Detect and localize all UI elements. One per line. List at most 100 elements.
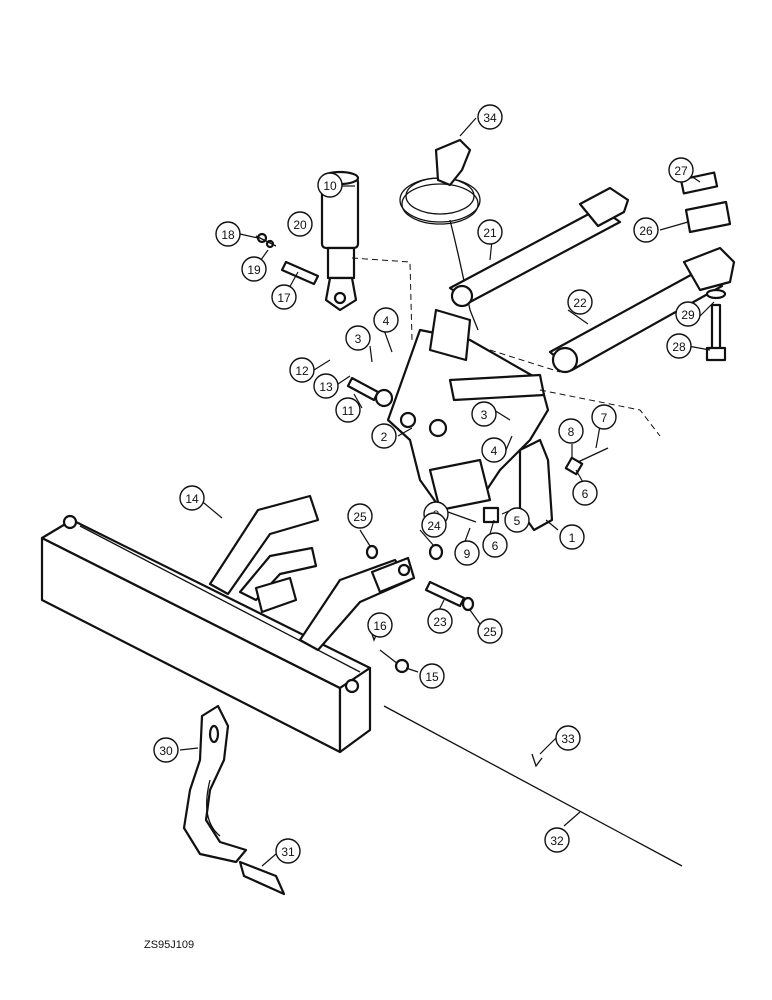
callout-c30: 30 (153, 737, 179, 763)
callout-label: 18 (221, 228, 235, 242)
callout-c19: 19 (241, 256, 267, 282)
callout-circle (287, 211, 313, 237)
upper-link-bar (448, 186, 630, 308)
drawing-code: ZS95J109 (144, 939, 194, 951)
callout-label: 32 (550, 834, 564, 848)
callout-label: 21 (483, 226, 497, 240)
spacer-block-right (564, 456, 584, 476)
callout-circle (153, 737, 179, 763)
callout-c33: 33 (555, 725, 581, 751)
callout-label: 9 (464, 547, 471, 561)
callout-label: 26 (639, 224, 653, 238)
callout-circle (504, 507, 530, 533)
callout-c5: 5 (504, 507, 530, 533)
callout-label: 28 (672, 340, 686, 354)
callout-label: 30 (159, 744, 173, 758)
callout-circle (666, 333, 692, 359)
callout-circle (271, 284, 297, 310)
callout-circle (215, 221, 241, 247)
callout-label: 6 (582, 487, 589, 501)
callout-c13: 13 (313, 373, 339, 399)
callout-circle (317, 172, 343, 198)
lower-link-bar (548, 246, 736, 374)
washer-left (365, 544, 379, 560)
callout-label: 2 (381, 430, 388, 444)
callout-circle (275, 838, 301, 864)
callout-c1: 1 (559, 524, 585, 550)
callout-c21: 21 (477, 219, 503, 245)
lynch-pin (379, 649, 399, 665)
frame-pin (424, 580, 466, 608)
callout-circle (482, 532, 508, 558)
callout-circle (558, 418, 584, 444)
callout-circle (289, 357, 315, 383)
callout-c7: 7 (591, 404, 617, 430)
callout-label: 4 (491, 444, 498, 458)
callout-circle (335, 397, 361, 423)
callout-c6a: 6 (572, 480, 598, 506)
callout-label: 14 (185, 492, 199, 506)
callout-circle (544, 827, 570, 853)
callout-label: 5 (514, 514, 521, 528)
washer-mid (428, 543, 444, 561)
callout-label: 10 (323, 179, 337, 193)
callout-c23: 23 (427, 608, 453, 634)
callout-label: 22 (573, 296, 587, 310)
callout-circle (345, 325, 371, 351)
callout-label: 20 (293, 218, 307, 232)
callout-circle (477, 219, 503, 245)
callout-circle (591, 404, 617, 430)
callout-label: 11 (342, 404, 355, 418)
callout-label: 7 (601, 411, 608, 425)
callout-circle (241, 256, 267, 282)
callout-circle (367, 612, 393, 638)
callout-c27: 27 (668, 157, 694, 183)
callout-c22: 22 (567, 289, 593, 315)
callout-label: 12 (295, 364, 309, 378)
callout-circle (471, 401, 497, 427)
callout-label: 19 (247, 263, 261, 277)
ripper-point (238, 860, 286, 896)
callout-circle (481, 437, 507, 463)
callout-c2: 2 (371, 423, 397, 449)
hose-routing (351, 257, 413, 341)
callout-label: 8 (568, 425, 575, 439)
callout-circle (555, 725, 581, 751)
hitch-frame (386, 308, 550, 512)
callout-circle (572, 480, 598, 506)
callout-c11: 11 (335, 397, 361, 423)
callout-label: 33 (561, 732, 575, 746)
toolbar-frame-braces (208, 494, 416, 652)
clamp-bolt (705, 288, 727, 362)
callout-label: 24 (427, 519, 441, 533)
callout-c29: 29 (675, 301, 701, 327)
callout-c34: 34 (477, 104, 503, 130)
callout-circle (668, 157, 694, 183)
callout-label: 3 (355, 332, 362, 346)
callout-c6b: 6 (482, 532, 508, 558)
callout-label: 29 (681, 308, 695, 322)
callout-circle (477, 104, 503, 130)
callout-circle (371, 423, 397, 449)
pin-bolt-set (255, 232, 277, 249)
callout-c4b: 4 (481, 437, 507, 463)
callout-label: 13 (319, 380, 333, 394)
callout-label: 34 (483, 111, 497, 125)
callout-c3b: 3 (471, 401, 497, 427)
callout-label: 17 (277, 291, 291, 305)
bushing (374, 388, 394, 408)
callout-c18: 18 (215, 221, 241, 247)
callout-label: 25 (353, 510, 367, 524)
hydraulic-cylinder (320, 170, 360, 312)
callout-c17: 17 (271, 284, 297, 310)
callout-circle (427, 608, 453, 634)
callout-label: 4 (383, 314, 390, 328)
callout-c10: 10 (317, 172, 343, 198)
callout-c16: 16 (367, 612, 393, 638)
callout-circle (421, 512, 447, 538)
callout-c15: 15 (419, 663, 445, 689)
callout-c28: 28 (666, 333, 692, 359)
callout-circle (633, 217, 659, 243)
